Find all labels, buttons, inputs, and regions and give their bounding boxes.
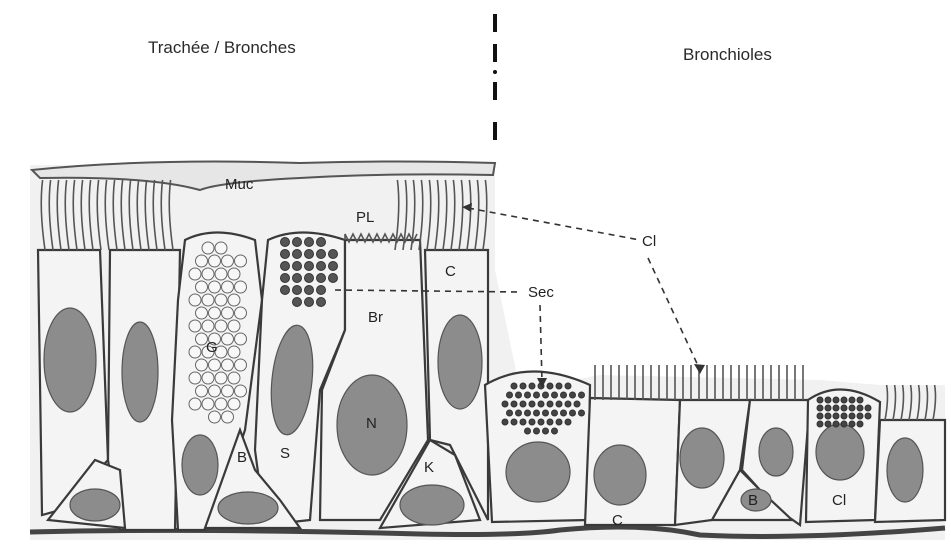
nucleus-bronch-4 — [887, 438, 923, 502]
label-g: G — [206, 339, 218, 356]
label-ci-right: Cl — [832, 492, 846, 509]
nucleus-bronch-1 — [594, 445, 646, 505]
label-b-right: B — [748, 492, 758, 509]
nucleus-1 — [44, 308, 96, 412]
label-muc: Muc — [225, 176, 254, 193]
label-k: K — [424, 459, 434, 476]
label-b-left: B — [237, 449, 247, 466]
label-pl: PL — [356, 209, 374, 226]
nucleus-bronch-2 — [680, 428, 724, 488]
label-c-right: C — [612, 512, 623, 529]
nucleus-ciliated-3 — [438, 315, 482, 409]
nucleus-club-left — [506, 442, 570, 502]
label-sec: Sec — [528, 284, 554, 301]
label-n: N — [366, 415, 377, 432]
label-br: Br — [368, 309, 383, 326]
nucleus-basal-K — [400, 485, 464, 525]
label-s: S — [280, 445, 290, 462]
nucleus-2 — [122, 322, 158, 422]
nucleus-bronch-3 — [759, 428, 793, 476]
nucleus-basal-B — [218, 492, 278, 524]
leader-sec-down — [540, 305, 542, 382]
leader-ci-bronchiole — [648, 258, 700, 370]
nucleus-goblet — [182, 435, 218, 495]
arrowhead-2 — [694, 364, 705, 374]
label-c-left: C — [445, 263, 456, 280]
nucleus-basal-1 — [70, 489, 120, 521]
region-divider — [493, 14, 497, 140]
label-ci-top: Cl — [642, 233, 656, 250]
nucleus-club-right — [816, 424, 864, 480]
